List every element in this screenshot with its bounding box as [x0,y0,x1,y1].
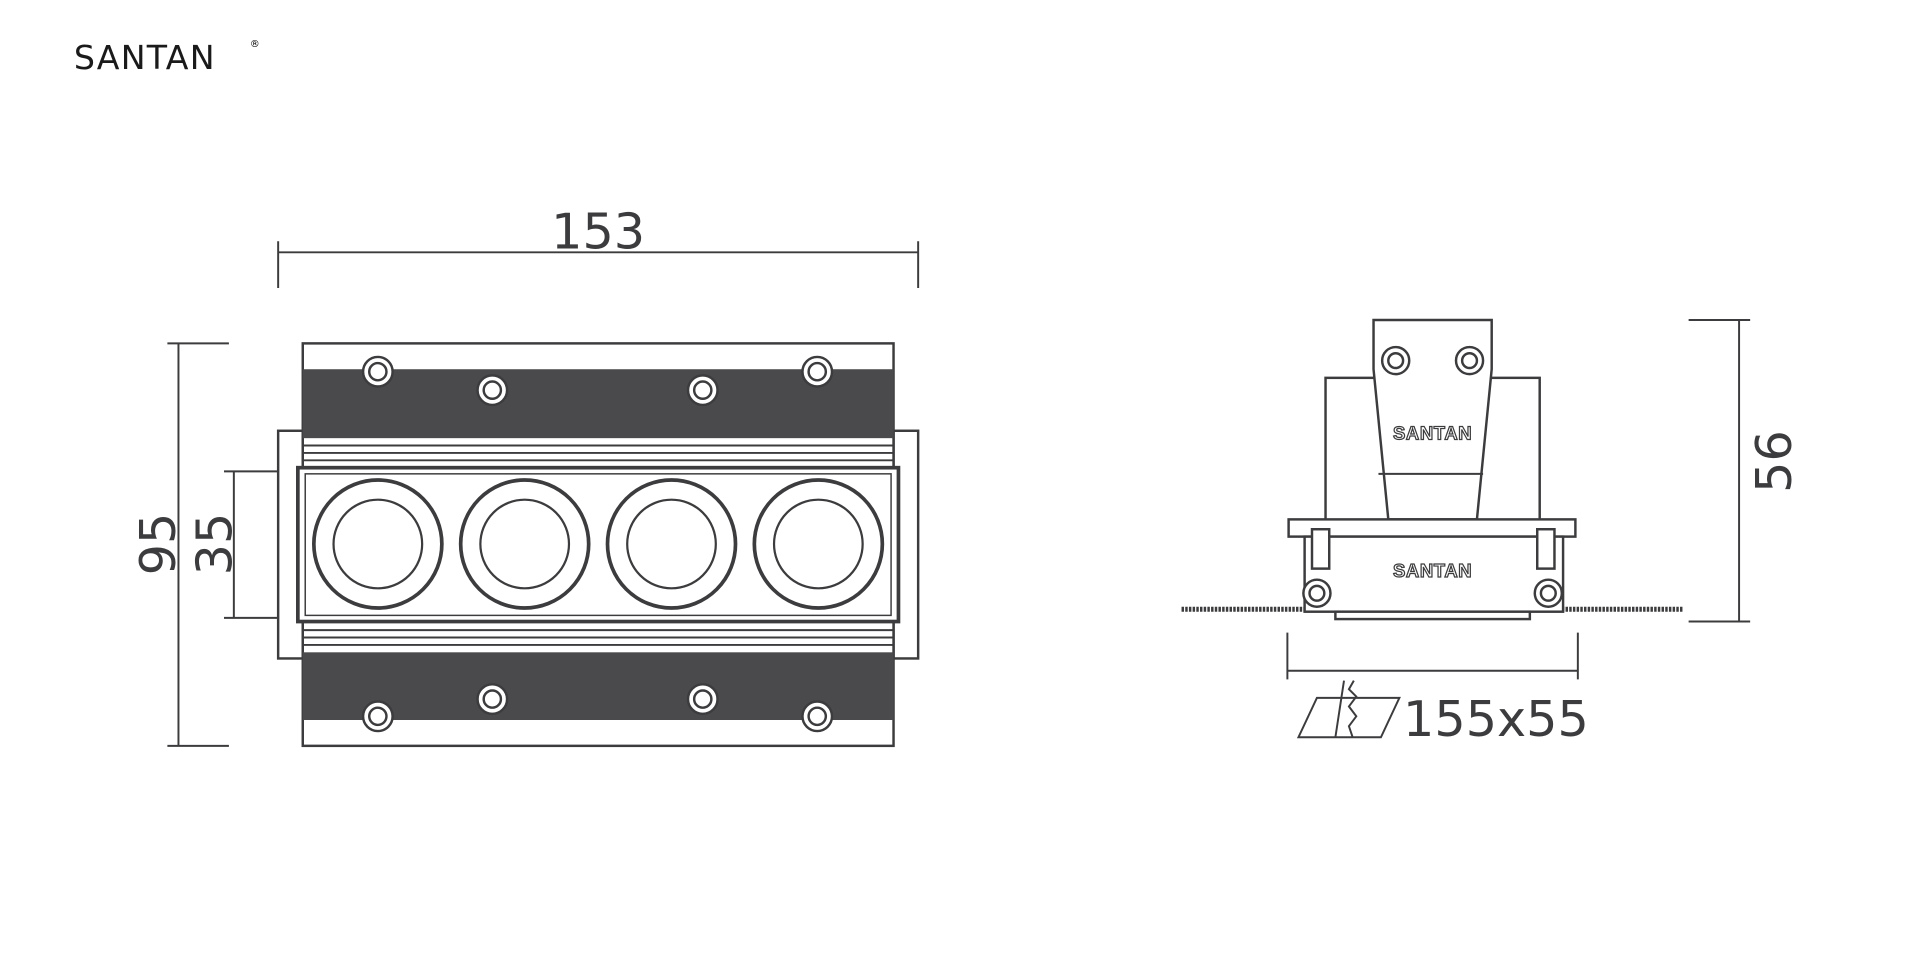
brand-label-bottom: SANTAN [1393,560,1472,581]
cutout-label: 155x55 [1403,690,1589,748]
lens-inner [332,498,424,590]
lens-inner [772,498,864,590]
side-height-dimension: 56 [1688,319,1803,623]
height-dimension: 95 [129,342,229,747]
width-label: 153 [551,203,645,261]
brand-logo: SANTAN [74,38,216,77]
width-dimension: 153 [277,203,920,288]
cutout-dimension: 155x55 [1286,632,1589,748]
lens-inner [479,498,571,590]
side-view: SANTAN SANTAN 56 155x55 [1181,318,1803,748]
height-label: 95 [129,513,187,576]
inner-height-dimension: 35 [185,470,279,619]
inner-height-label: 35 [185,513,243,576]
front-view: 153 95 35 [129,203,920,748]
lens-inner [626,498,717,590]
ceiling-cutout-icon [1296,680,1401,739]
registered-mark: ® [250,39,260,50]
brand-label-top: SANTAN [1393,422,1472,443]
side-height-label: 56 [1745,430,1803,493]
